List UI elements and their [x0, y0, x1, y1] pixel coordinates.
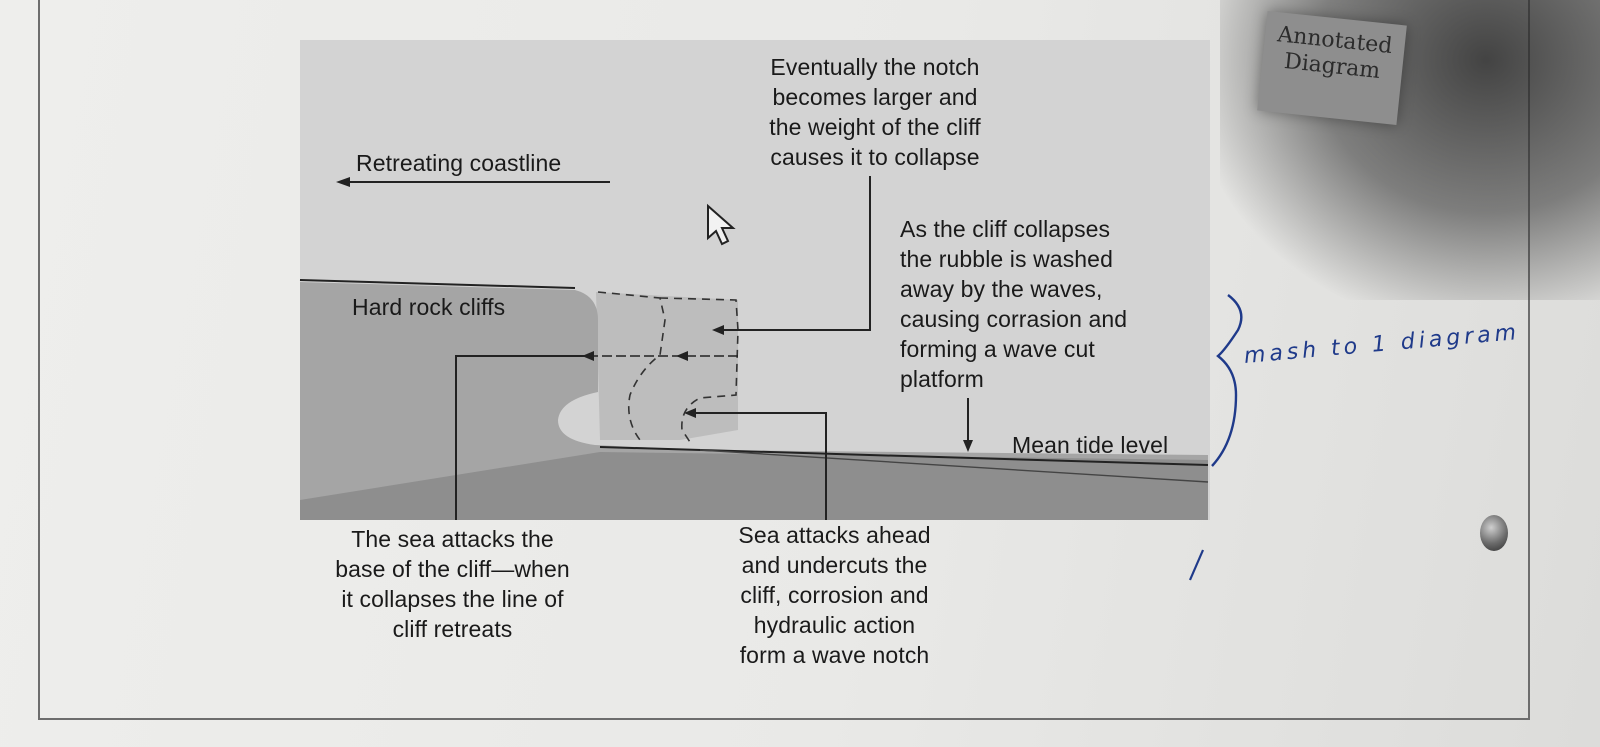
notch-pointer-line — [690, 412, 827, 520]
cliff-retreat-arrowhead-2 — [676, 351, 688, 361]
mouse-cursor-icon — [707, 203, 736, 246]
former-cliff-outline-1 — [597, 291, 666, 441]
handwritten-tick — [1188, 549, 1205, 581]
binder-pin-icon — [1480, 515, 1508, 551]
annotated-diagram-badge: Annotated Diagram — [1257, 10, 1407, 126]
platform-pointer-head — [963, 440, 973, 452]
retreat-arrowhead — [336, 177, 350, 187]
base-attack-pointer — [455, 355, 586, 520]
notch-pointer-head — [684, 408, 696, 418]
cliff-retreat-arrowhead-1 — [582, 351, 594, 361]
wave-cut-platform — [300, 452, 1208, 520]
mean-tide-level-label: Mean tide level — [1012, 432, 1169, 458]
hard-rock-cliffs-label: Hard rock cliffs — [352, 294, 506, 320]
page-border — [38, 0, 1530, 720]
sea-attacks-base-label: The sea attacks the base of the cliff—wh… — [335, 526, 570, 642]
retreating-coastline-label: Retreating coastline — [356, 150, 562, 176]
handwritten-brace — [1211, 294, 1243, 467]
sea-attacks-ahead-label: Sea attacks ahead and undercuts the clif… — [738, 522, 931, 668]
collapse-pointer-line — [718, 176, 871, 331]
notch-collapse-label: Eventually the notch becomes larger and … — [769, 54, 981, 170]
collapse-pointer-head — [712, 325, 724, 335]
platform-slope-line — [699, 449, 1209, 483]
former-cliff-outline-2 — [659, 297, 739, 443]
rubble-platform-label: As the cliff collapses the rubble is was… — [900, 216, 1128, 392]
removed-cliff-zone — [596, 292, 738, 440]
cliff-top-line — [299, 279, 576, 289]
